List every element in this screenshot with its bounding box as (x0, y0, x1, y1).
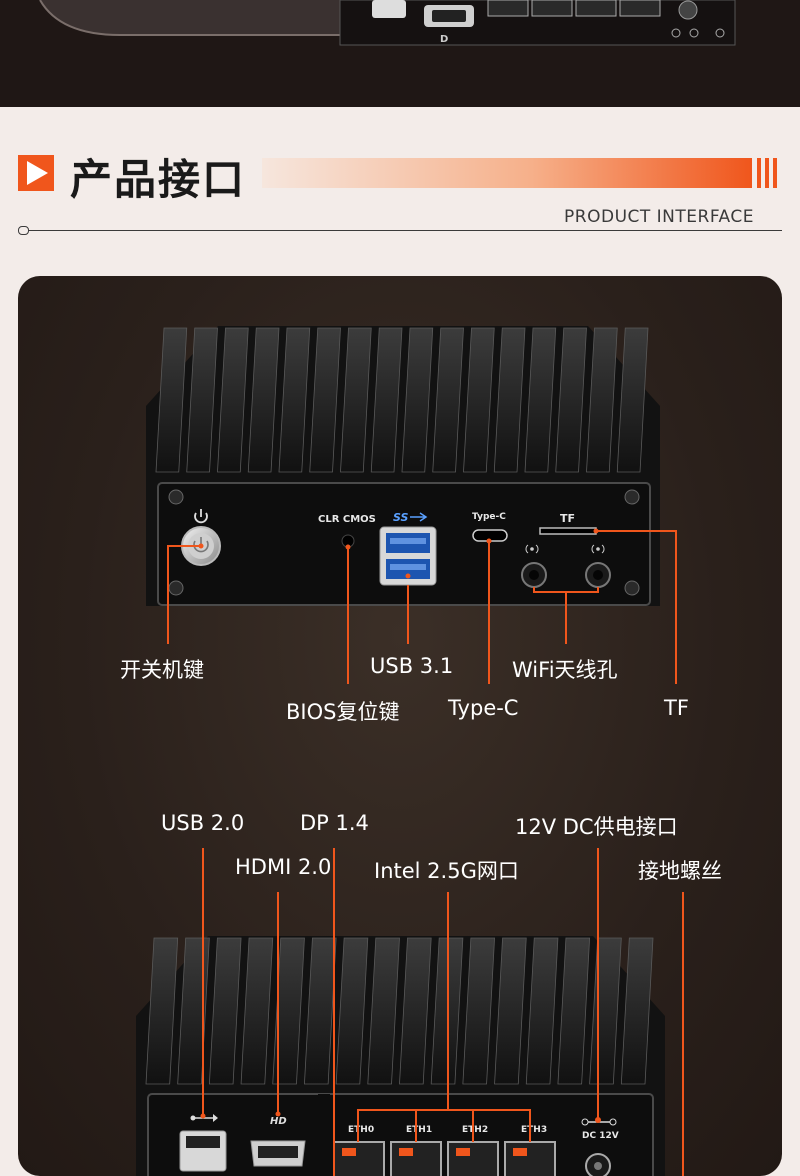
heatsink-fin (524, 327, 557, 473)
eth2-port[interactable] (447, 1141, 499, 1176)
heatsink-fin (401, 327, 434, 473)
heatsink-fin (399, 937, 432, 1085)
eth0-port[interactable] (333, 1141, 385, 1176)
rear-callout-lines (202, 848, 684, 1176)
top-device-illustration: D (0, 0, 736, 46)
play-icon (18, 155, 54, 191)
heatsink-fin (186, 327, 218, 473)
heatsink-fin (432, 327, 464, 473)
heatsink-fin (155, 327, 188, 473)
top-product-band: D (0, 0, 800, 107)
heatsink-fin (309, 327, 341, 473)
silk-eth2: ETH2 (462, 1125, 488, 1135)
heatsink-fin (462, 937, 495, 1085)
eth3-port[interactable] (504, 1141, 556, 1176)
front-callout-lines (167, 530, 677, 684)
interface-panel: CLR CMOS SS Type-C TF (18, 276, 782, 1176)
heatsink-fin (340, 327, 372, 473)
callout-dp: DP 1.4 (300, 811, 369, 835)
heatsink-fin (370, 327, 403, 473)
heatsink-fin (247, 327, 280, 473)
callout-bios: BIOS复位键 (286, 700, 400, 724)
wifi-icon (525, 544, 605, 554)
callout-power: 开关机键 (120, 658, 204, 682)
callout-usb20: USB 2.0 (161, 811, 245, 835)
heatsink-fin (304, 937, 337, 1085)
heatsink-fin (278, 327, 311, 473)
heatsink-fin (335, 937, 369, 1085)
heatsink-fin (145, 937, 179, 1085)
heatsink-fin (616, 327, 649, 473)
silk-eth0: ETH0 (348, 1125, 374, 1135)
interface-diagram: CLR CMOS SS Type-C TF (136, 326, 684, 1176)
heatsink-fin (208, 937, 242, 1085)
callout-tf: TF (664, 696, 689, 720)
tf-slot[interactable] (539, 527, 597, 535)
heatsink-fin (525, 937, 559, 1085)
callout-dc-power: 12V DC供电接口 (515, 815, 678, 839)
power-icon (194, 509, 208, 524)
hdmi-icon: HD (270, 1116, 287, 1127)
usb-ss-logo-icon: SS (393, 511, 409, 524)
silk-clr-cmos: CLR CMOS (318, 514, 376, 525)
callout-lan: Intel 2.5G网口 (374, 859, 519, 883)
callout-ground: 接地螺丝 (638, 859, 722, 883)
heatsink-fin (177, 937, 210, 1085)
silk-eth1: ETH1 (406, 1125, 432, 1135)
eth1-port[interactable] (390, 1141, 442, 1176)
callout-usb31: USB 3.1 (370, 654, 454, 678)
silk-dc: DC 12V (582, 1131, 619, 1141)
section-subtitle: PRODUCT INTERFACE (564, 207, 754, 227)
front-device: CLR CMOS SS Type-C TF (146, 326, 660, 606)
heatsink-fin (620, 937, 654, 1085)
heatsink-fin (493, 327, 526, 473)
callout-typec: Type-C (448, 696, 519, 720)
callout-wifi: WiFi天线孔 (512, 658, 618, 682)
heatsink-fin (367, 937, 400, 1085)
heatsink-fin (586, 327, 618, 473)
divider-dot (18, 226, 29, 235)
svg-text:D: D (440, 34, 448, 45)
stripes-decoration (757, 158, 783, 188)
heatsink-fin (494, 937, 527, 1085)
heatsink-fin (463, 327, 495, 473)
heatsink-fin (272, 937, 305, 1085)
heatsink-fin (217, 327, 249, 473)
silk-eth3: ETH3 (521, 1125, 547, 1135)
title-gradient-bar (262, 158, 752, 188)
callout-hdmi: HDMI 2.0 (235, 855, 332, 879)
silk-typec: Type-C (472, 512, 506, 522)
silk-tf: TF (560, 512, 575, 525)
section-title: 产品接口 (70, 155, 247, 204)
heatsink-fin (240, 937, 274, 1085)
heatsink-fin (557, 937, 591, 1085)
heatsink-fin (555, 327, 587, 473)
divider-line (22, 230, 782, 231)
rear-device: HD ETH0 ETH1 ETH2 ETH3 D (136, 936, 665, 1176)
